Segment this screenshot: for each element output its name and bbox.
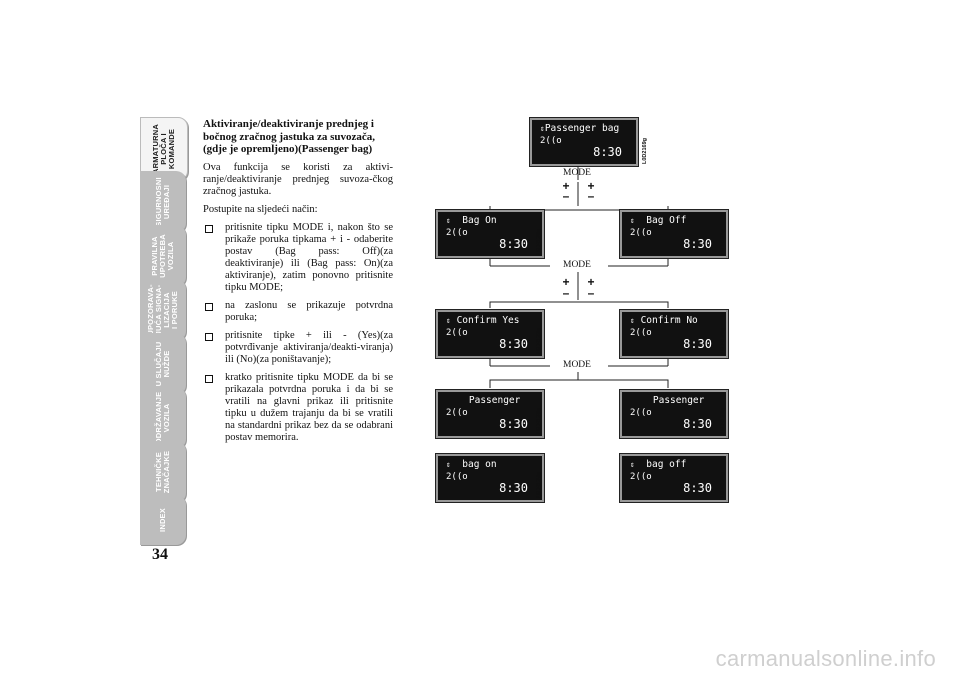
figure-code: L0D2174g <box>536 408 542 434</box>
figure-code: L0D2170g <box>536 229 542 255</box>
tab-armaturna-ploca[interactable]: ARMATURNA PLOČA I KOMANDE <box>140 117 188 181</box>
mode-label: MODE <box>563 260 591 270</box>
plus-sign: + <box>587 275 595 289</box>
tab-tehnicke-znacajke[interactable]: TEHNIČKE ZNAČAJKE <box>140 441 186 503</box>
bullet-icon <box>205 224 213 233</box>
figure-code: L0D2169g <box>642 138 648 164</box>
connector-lines <box>489 165 669 388</box>
figure-code: L0D2174g <box>720 408 726 434</box>
list-item: na zaslonu se prikazuje potvrdna poruka; <box>203 300 393 324</box>
tab-label: TEHNIČKE ZNAČAJKE <box>154 450 171 494</box>
tab-label: ODRŽAVANJE VOZILA <box>154 391 171 445</box>
list-item: pritisnite tipku MODE i, nakon što se pr… <box>203 222 393 294</box>
tab-label: PRAVILNA UPOTREBA VOZILA <box>150 234 175 278</box>
step-text: kratko pritisnite tipku MODE da bi se pr… <box>225 371 393 443</box>
minus-sign: – <box>587 189 595 203</box>
figure-code: L0D2172g <box>536 328 542 354</box>
tab-label: SIGURNOSNI UREĐAJI <box>154 177 171 227</box>
intro-paragraph: Ova funkcija se koristi za aktivi-ranje/… <box>203 161 393 197</box>
figure-code: L0D2171g <box>720 229 726 255</box>
tab-odrzavanje-vozila[interactable]: ODRŽAVANJE VOZILA <box>140 387 186 449</box>
figure-code: L0D2173g <box>720 328 726 354</box>
tab-u-slucaju-nuzde[interactable]: U SLUČAJU NUŽDE <box>140 333 186 395</box>
mode-label: MODE <box>563 168 591 178</box>
minus-sign: – <box>562 189 570 203</box>
list-item: kratko pritisnite tipku MODE da bi se pr… <box>203 372 393 444</box>
minus-sign: – <box>562 286 570 300</box>
bullet-icon <box>205 374 213 383</box>
plus-sign: + <box>562 275 570 289</box>
bullet-icon <box>205 332 213 341</box>
tab-pravilna-upotreba[interactable]: PRAVILNA UPOTREBA VOZILA <box>140 225 186 287</box>
tab-label: UPOZORAVA- JUĆA SIGNA- LIZACIJA I PORUKE <box>146 284 179 336</box>
lead-paragraph: Postupite na sljedeći način: <box>203 203 318 215</box>
figure-code: L0D2176g <box>720 472 726 498</box>
tab-label: INDEX <box>158 508 167 532</box>
step-text: pritisnite tipku MODE i, nakon što se pr… <box>225 221 393 293</box>
plus-sign: + <box>587 179 595 193</box>
plus-sign: + <box>562 179 570 193</box>
section-heading: Aktiviranje/deaktiviranje prednjeg i boč… <box>203 118 376 155</box>
tab-upozoravajuca-signalizacija[interactable]: UPOZORAVA- JUĆA SIGNA- LIZACIJA I PORUKE <box>140 279 186 341</box>
minus-sign: – <box>587 286 595 300</box>
mode-label: MODE <box>563 360 591 370</box>
tab-label: ARMATURNA PLOČA I KOMANDE <box>151 124 176 174</box>
list-item: pritisnite tipke + ili - (Yes)(za potvrđ… <box>203 330 393 366</box>
page-number: 34 <box>152 546 168 563</box>
text-column: Aktiviranje/deaktiviranje prednjeg i boč… <box>203 118 393 450</box>
tab-sigurnosni-uredaji[interactable]: SIGURNOSNI UREĐAJI <box>140 171 186 233</box>
figure-code: L0D2175g <box>536 472 542 498</box>
tab-label: U SLUČAJU NUŽDE <box>154 341 171 387</box>
bullet-icon <box>205 302 213 311</box>
steps-list: pritisnite tipku MODE i, nakon što se pr… <box>203 222 393 444</box>
watermark: carmanualsonline.info <box>715 646 936 671</box>
tab-index[interactable]: INDEX <box>140 495 186 545</box>
step-text: pritisnite tipke + ili - (Yes)(za potvrđ… <box>225 329 393 365</box>
step-text: na zaslonu se prikazuje potvrdna poruka; <box>225 299 393 323</box>
